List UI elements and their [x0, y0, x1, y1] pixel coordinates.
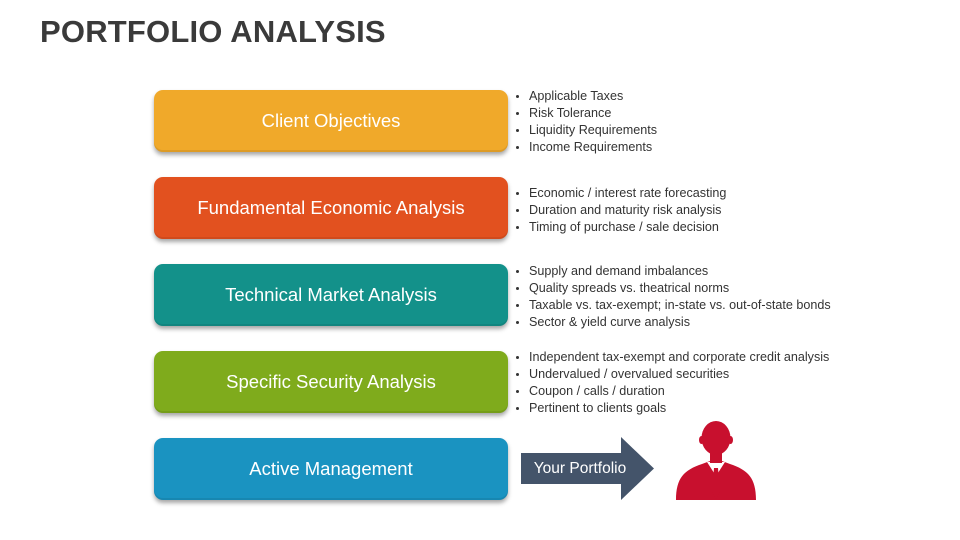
bullet-item: Quality spreads vs. theatrical norms [512, 280, 831, 297]
right-arrow-icon [521, 437, 654, 500]
bullet-item: Undervalued / overvalued securities [512, 366, 829, 383]
bullet-item: Timing of purchase / sale decision [512, 219, 726, 236]
bullet-item: Income Requirements [512, 139, 657, 156]
step-label: Specific Security Analysis [226, 371, 436, 392]
bullet-item: Sector & yield curve analysis [512, 314, 831, 331]
client-objectives-bullets: Applicable Taxes Risk Tolerance Liquidit… [512, 88, 657, 156]
step-label: Technical Market Analysis [225, 284, 437, 305]
technical-analysis-bullets: Supply and demand imbalances Quality spr… [512, 263, 831, 331]
bullet-item: Economic / interest rate forecasting [512, 185, 726, 202]
step-label: Client Objectives [261, 110, 401, 131]
step-label: Active Management [249, 458, 413, 479]
bullet-item: Taxable vs. tax-exempt; in-state vs. out… [512, 297, 831, 314]
bullet-item: Pertinent to clients goals [512, 400, 829, 417]
bullet-item: Liquidity Requirements [512, 122, 657, 139]
step-fundamental-economic-analysis: Fundamental Economic Analysis [154, 177, 508, 239]
step-label: Fundamental Economic Analysis [197, 197, 465, 218]
bullet-item: Applicable Taxes [512, 88, 657, 105]
businessman-icon [676, 421, 756, 500]
security-analysis-bullets: Independent tax-exempt and corporate cre… [512, 349, 829, 417]
step-active-management: Active Management [154, 438, 508, 500]
bullet-item: Risk Tolerance [512, 105, 657, 122]
bullet-item: Independent tax-exempt and corporate cre… [512, 349, 829, 366]
bullet-item: Coupon / calls / duration [512, 383, 829, 400]
step-technical-market-analysis: Technical Market Analysis [154, 264, 508, 326]
step-client-objectives: Client Objectives [154, 90, 508, 152]
step-specific-security-analysis: Specific Security Analysis [154, 351, 508, 413]
bullet-item: Supply and demand imbalances [512, 263, 831, 280]
fundamental-analysis-bullets: Economic / interest rate forecasting Dur… [512, 185, 726, 236]
your-portfolio-label: Your Portfolio [533, 459, 627, 477]
bullet-item: Duration and maturity risk analysis [512, 202, 726, 219]
page-title: PORTFOLIO ANALYSIS [40, 14, 386, 49]
